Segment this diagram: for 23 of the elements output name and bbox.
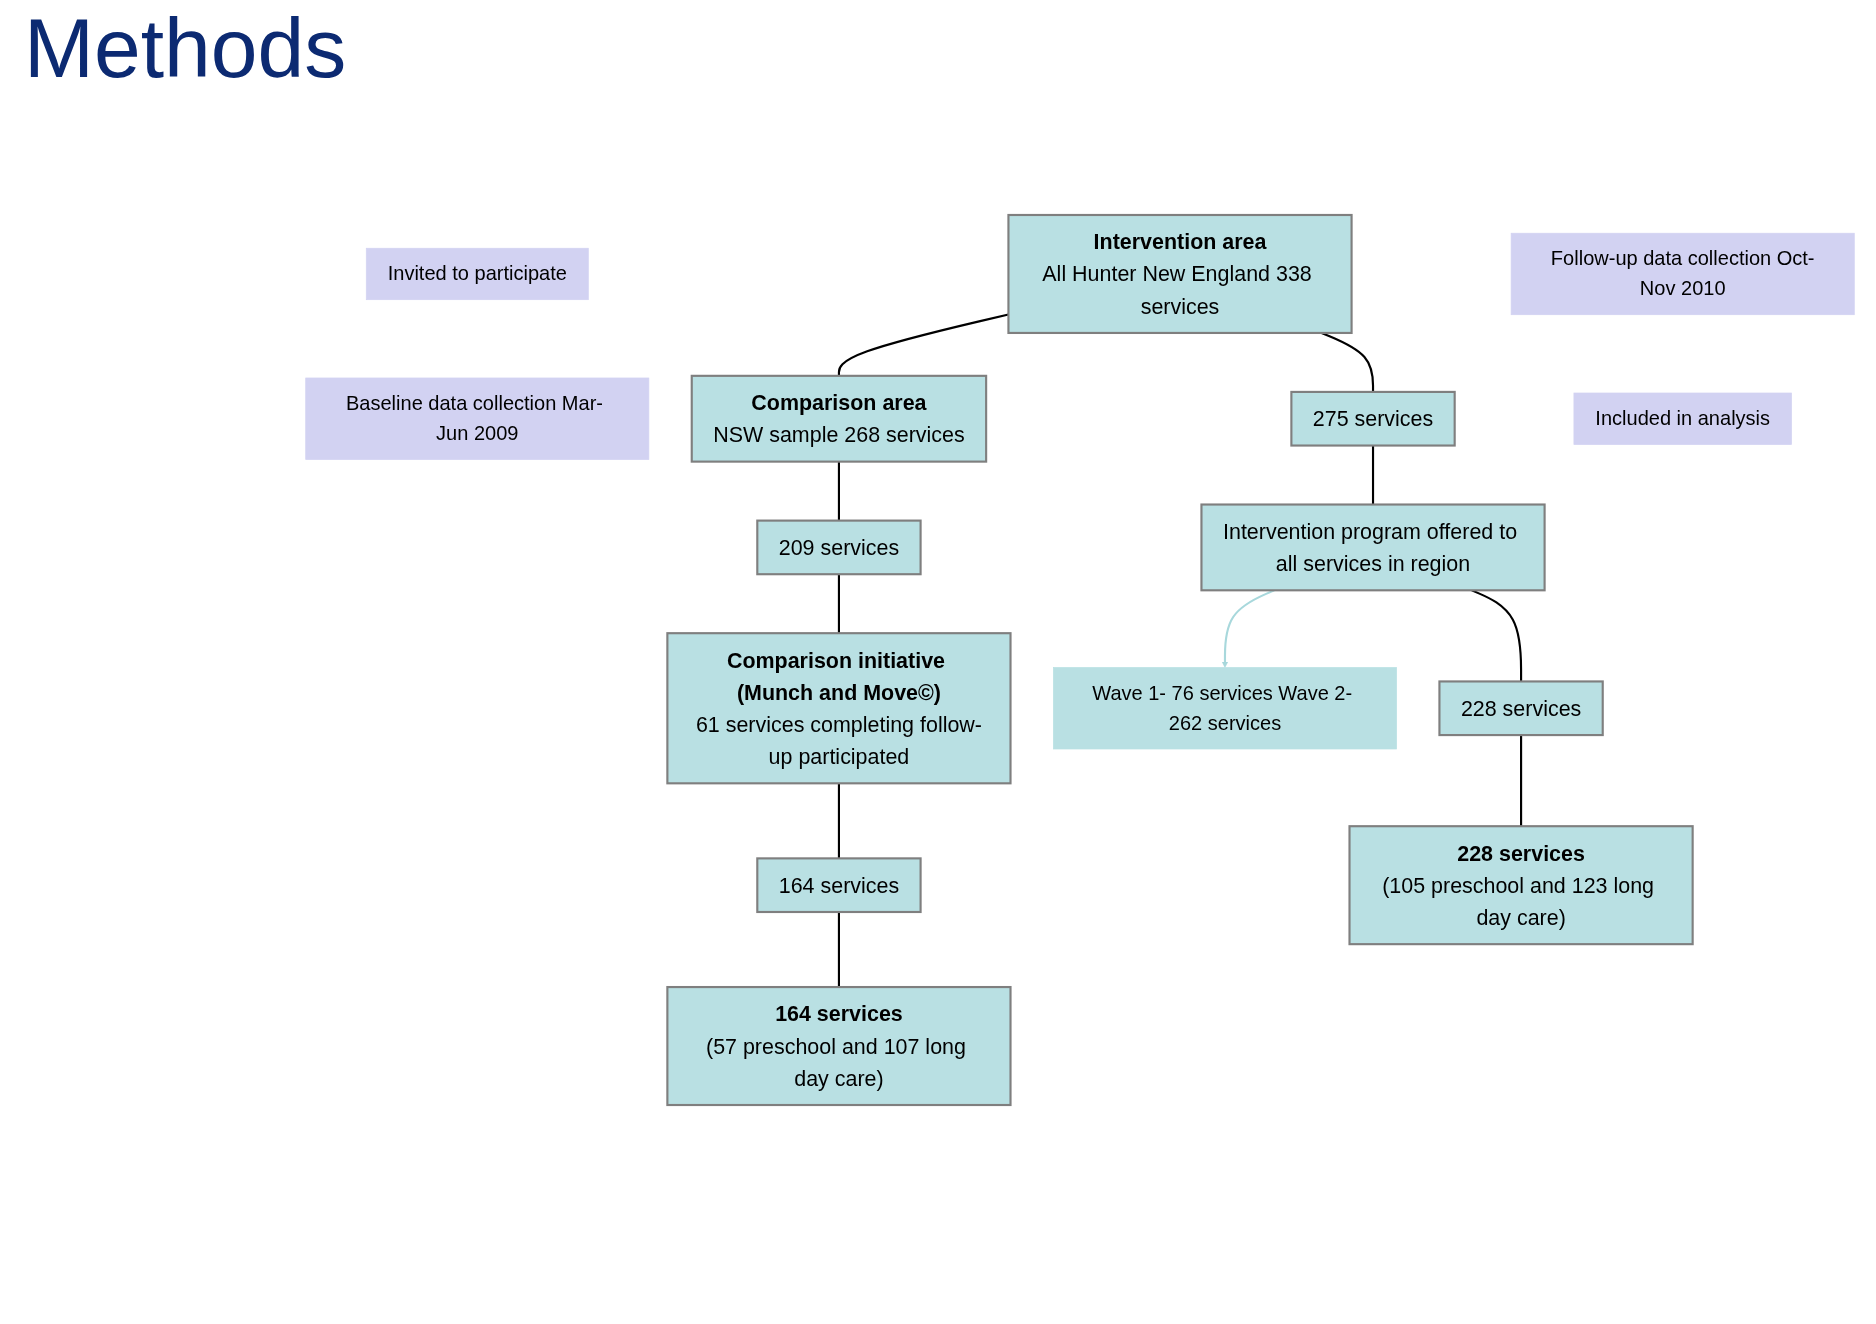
node-box: Intervention program offered to all services in region: [1200, 503, 1546, 592]
connector: [1520, 735, 1523, 827]
connector: [837, 461, 840, 521]
node-box: 275 services: [1290, 390, 1456, 447]
node-box: Comparison area NSW sample 268 services: [690, 374, 988, 463]
connector: [837, 912, 840, 988]
connector: [837, 574, 840, 634]
connector: [837, 313, 1009, 376]
node-box: Comparison initiative (Munch and Move©) 61 services completing follow-up participated: [666, 632, 1012, 785]
node-box: 228 services (105 preschool and 123 long day care): [1348, 825, 1694, 946]
node-box: Wave 1- 76 services Wave 2- 262 services: [1053, 667, 1397, 750]
node-box: 228 services: [1438, 680, 1604, 737]
node-box: 209 services: [756, 519, 922, 576]
node-box: Included in analysis: [1573, 392, 1792, 445]
node-box: Baseline data collection Mar- Jun 2009: [305, 377, 650, 460]
connector: [1371, 445, 1375, 505]
title: Methods: [24, 0, 347, 97]
node-box: 164 services: [756, 857, 922, 914]
connector: [837, 783, 840, 859]
node-box: Follow-up data collection Oct-Nov 2010: [1510, 232, 1855, 316]
node-box: Invited to participate: [365, 247, 589, 301]
node-box: Intervention area All Hunter New England 338 services: [1007, 213, 1353, 334]
node-box: 164 services (57 preschool and 107 long day care): [666, 985, 1012, 1107]
